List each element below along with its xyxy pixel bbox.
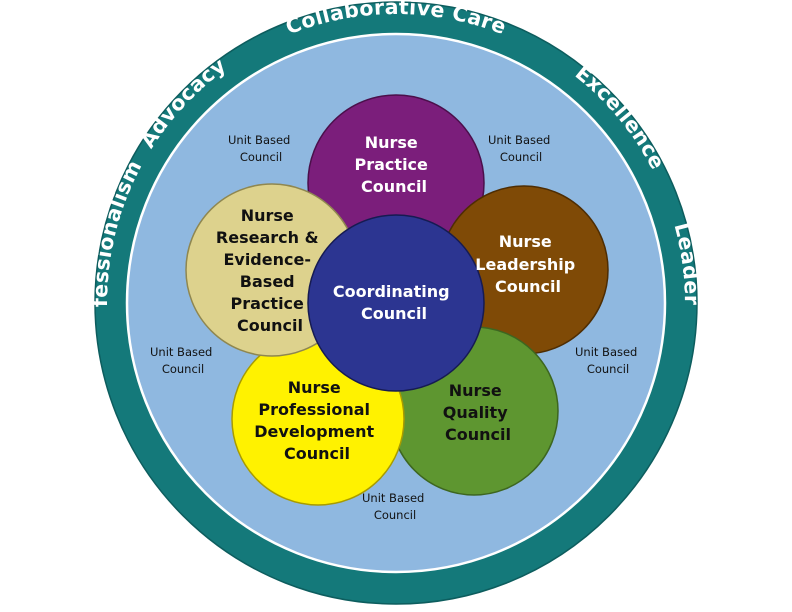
unit-based-council-right: Unit Based Council <box>575 345 641 376</box>
council-label-leadership: Nurse Leadership Council <box>475 232 580 296</box>
unit-based-council-top-right: Unit Based Council <box>488 133 554 164</box>
council-label-quality: Nurse Quality Council <box>443 381 513 444</box>
unit-based-council-top-left: Unit Based Council <box>228 133 294 164</box>
council-circle-coordinating <box>307 214 485 392</box>
council-label-practice: Nurse Practice Council <box>355 133 434 196</box>
unit-based-council-left: Unit Based Council <box>150 345 216 376</box>
council-label-coordinating: Coordinating Council <box>333 282 455 323</box>
council-label-research: Nurse Research & Evidence- Based Practic… <box>216 206 324 335</box>
council-label-professional-development: Nurse Professional Development Council <box>254 378 379 463</box>
unit-based-council-bottom: Unit Based Council <box>362 491 428 522</box>
